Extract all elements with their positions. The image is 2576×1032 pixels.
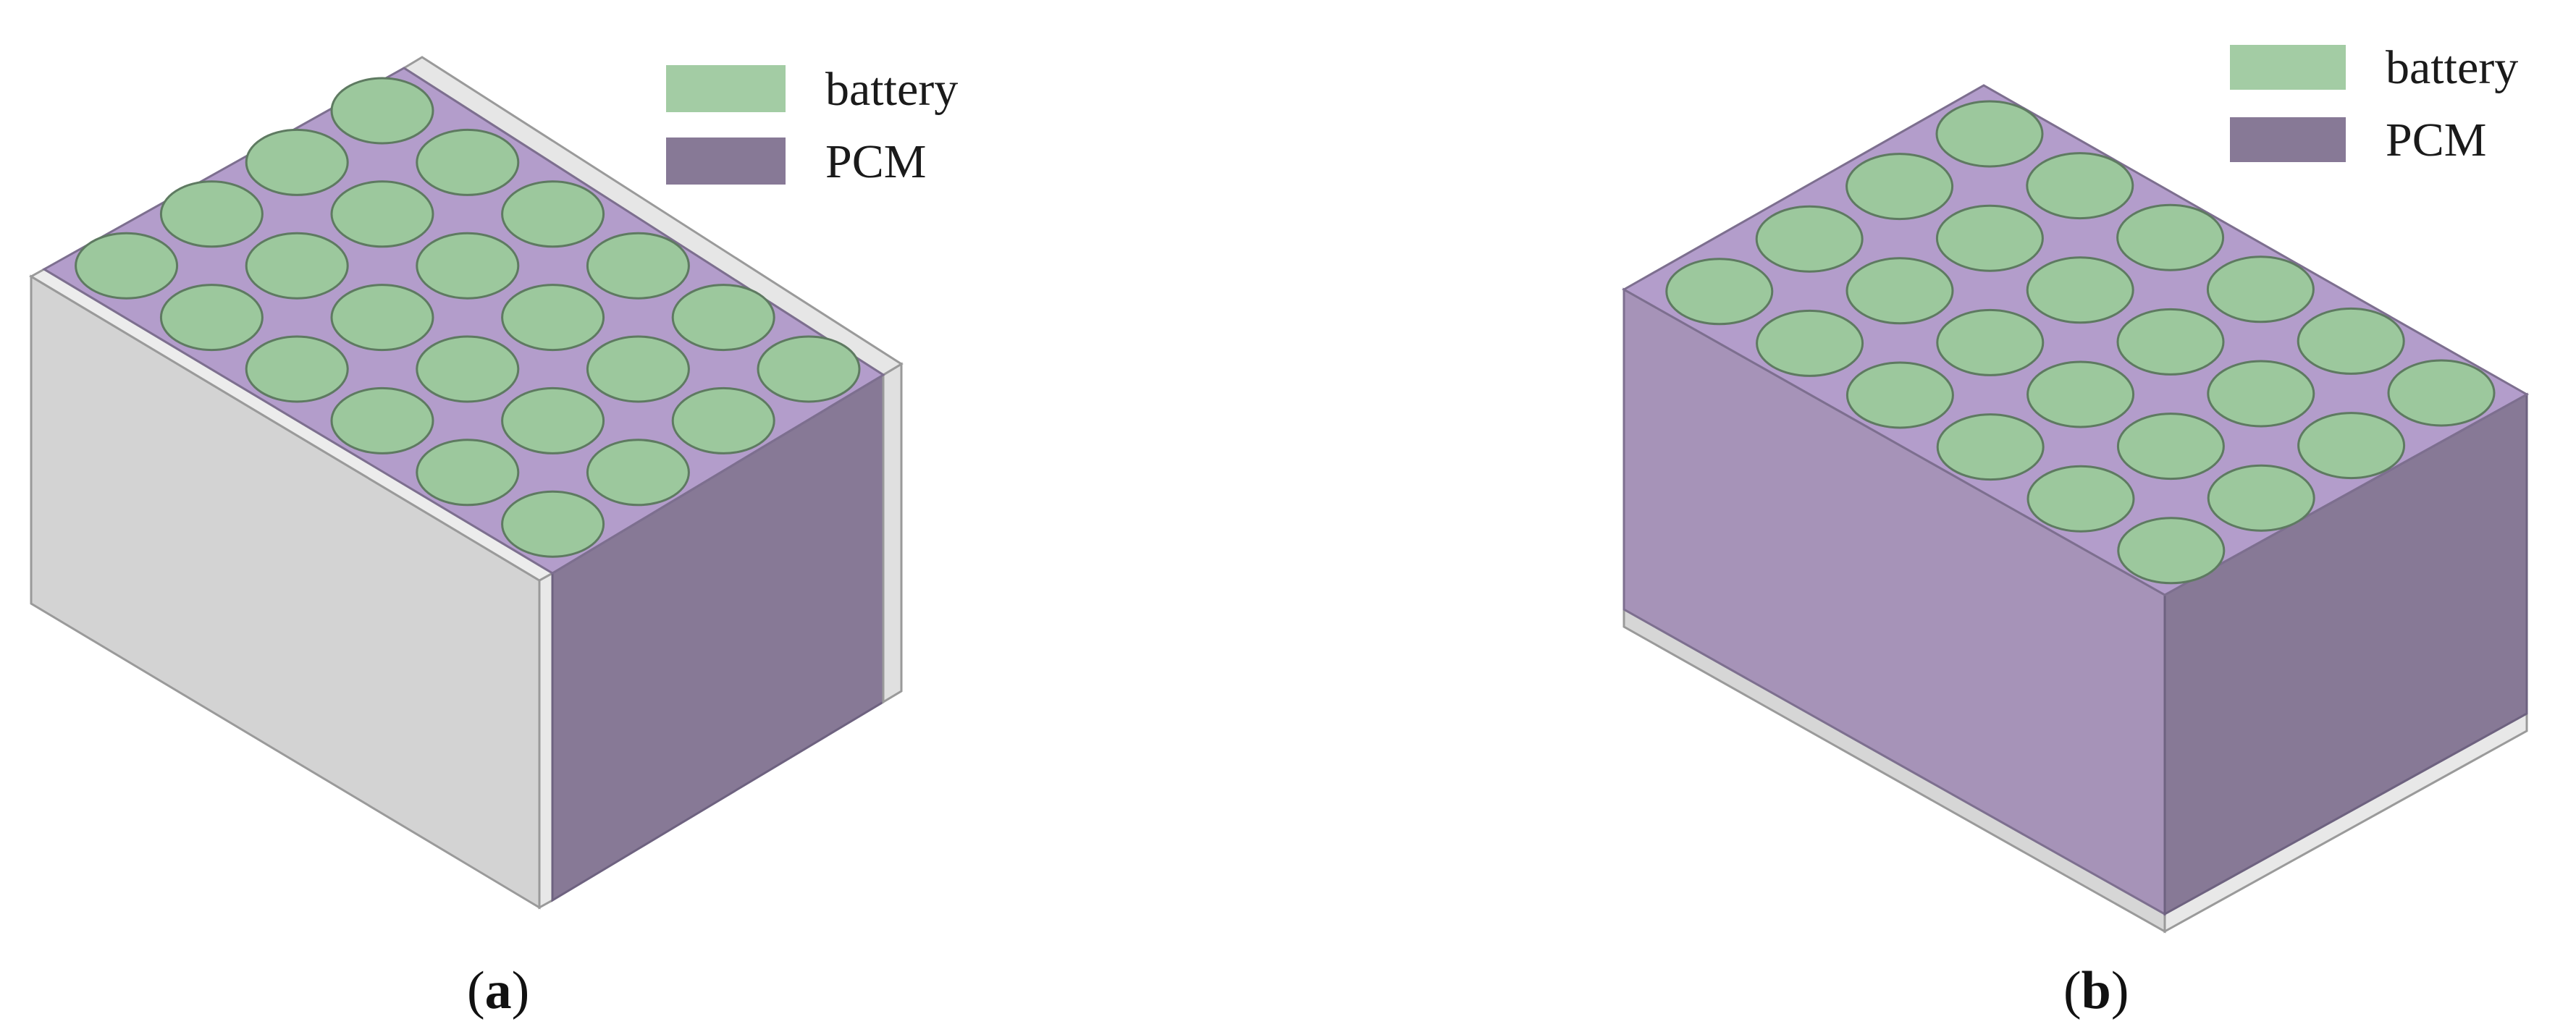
module-b-battery-cell <box>2116 308 2225 376</box>
module-a-battery-cell <box>159 284 264 352</box>
module-a-battery-cell <box>416 335 520 403</box>
module-a-battery-cell <box>671 284 775 352</box>
module-b-battery-cell <box>1756 309 1864 377</box>
module-a-battery-cell <box>330 386 434 454</box>
module-a-battery-cell <box>330 180 434 248</box>
module-a-battery-cell <box>245 128 349 196</box>
module-a-battery-cell <box>586 232 690 300</box>
module-a-battery-cell <box>330 284 434 352</box>
module-b-battery-cell <box>1936 308 2045 376</box>
legend-a-battery-label: battery <box>825 63 958 116</box>
module-a-battery-cell <box>757 335 861 403</box>
caption-b: (b) <box>2063 961 2129 1020</box>
module-b-battery-cell <box>1665 258 1774 326</box>
module-b-pcm-top-face <box>1621 84 2530 596</box>
module-b-legend: battery PCM <box>2230 41 2518 166</box>
module-b-battery-cell <box>2116 413 2225 481</box>
module-a-back-plate-face <box>882 362 903 704</box>
module-b-battery-cell <box>2387 359 2496 427</box>
module-b-battery-cell <box>1845 361 1954 429</box>
module-b-battery-cell <box>1755 205 1864 273</box>
module-b-battery-cell <box>2297 307 2405 375</box>
legend-a-battery-swatch <box>666 65 786 112</box>
module-b-battery-cell <box>2026 360 2135 428</box>
legend-a-pcm-swatch <box>666 138 786 185</box>
module-b-battery-cells <box>1665 100 2496 585</box>
module-b-battery-cell <box>1845 153 1954 221</box>
module-b-battery-cell <box>1935 204 2044 272</box>
module-a-battery-cell <box>501 180 605 248</box>
module-a-battery-cell <box>330 77 434 145</box>
module-a-battery-cell <box>245 335 349 403</box>
module-b-battery-cell <box>2297 412 2406 480</box>
module-a-battery-cell <box>416 128 520 196</box>
module-a-battery-cell <box>501 386 605 454</box>
legend-b-battery-swatch <box>2230 45 2346 90</box>
module-a-battery-cell <box>501 490 605 558</box>
module-b-battery-cell <box>1845 257 1954 325</box>
module-b-battery-cell <box>2207 464 2315 532</box>
module-a-battery-cell <box>75 232 179 300</box>
module-b-battery-cell <box>2026 152 2134 220</box>
legend-b-pcm-label: PCM <box>2386 114 2486 166</box>
legend-b-battery-label: battery <box>2386 41 2518 94</box>
module-a-battery-cell <box>159 180 264 248</box>
module-b-battery-pack <box>1621 84 2530 934</box>
module-b-battery-cell <box>2207 360 2315 428</box>
module-b-battery-cell <box>1936 413 2045 481</box>
module-a-battery-cell <box>416 439 520 507</box>
module-b-battery-cell <box>2117 517 2226 585</box>
module-a-battery-cell <box>586 439 690 507</box>
module-a-battery-cells <box>75 77 861 558</box>
module-a-battery-cell <box>586 335 690 403</box>
module-b-battery-cell <box>1935 100 2044 168</box>
legend-b-pcm-swatch <box>2230 117 2346 162</box>
module-b-battery-cell <box>2206 255 2315 323</box>
module-b-battery-cell <box>2026 256 2134 324</box>
module-b-battery-cell <box>2116 203 2225 271</box>
caption-a: (a) <box>467 961 529 1020</box>
module-a-battery-cell <box>501 284 605 352</box>
module-a-battery-cell <box>671 386 775 454</box>
module-a-battery-cell <box>416 232 520 300</box>
module-a-battery-cell <box>245 232 349 300</box>
module-b-battery-cell <box>2026 465 2135 533</box>
module-a-front-plate-edge <box>538 571 554 910</box>
legend-a-pcm-label: PCM <box>825 135 926 188</box>
module-a-legend: battery PCM <box>666 63 958 188</box>
module-a-battery-pack <box>28 56 904 910</box>
